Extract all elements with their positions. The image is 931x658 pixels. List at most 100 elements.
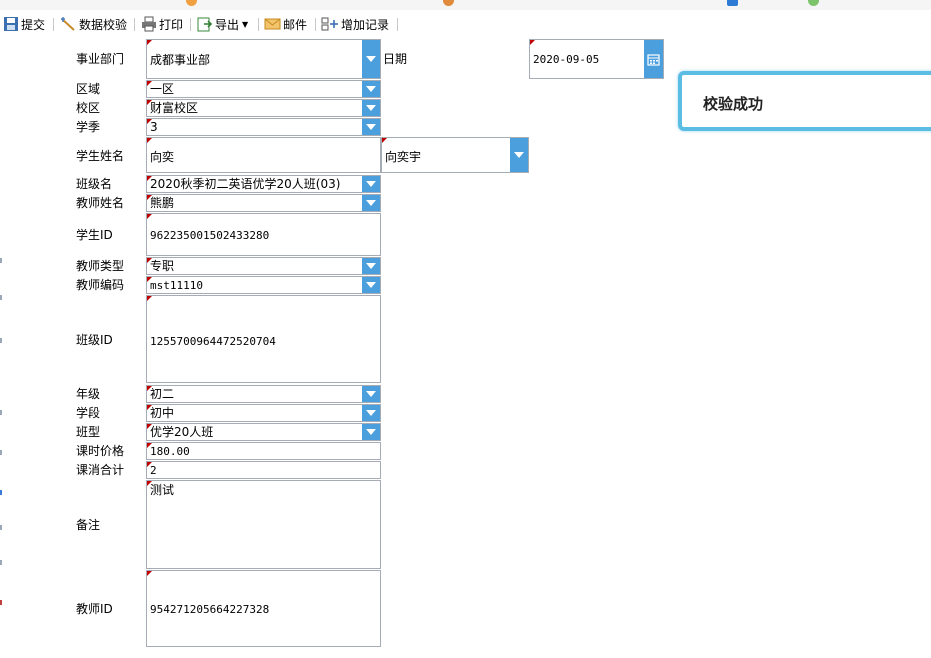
class-type-dropdown-button[interactable] (362, 424, 380, 440)
stage-label: 学段 (76, 406, 101, 420)
validate-label: 数据校验 (79, 17, 128, 32)
remark-label: 备注 (76, 518, 101, 532)
region-value: 一区 (150, 82, 175, 96)
dept-select[interactable]: 成都事业部 (146, 39, 381, 79)
export-button[interactable]: 导出 ▼ (197, 15, 248, 33)
region-label: 区域 (76, 82, 101, 96)
mail-label: 邮件 (283, 17, 308, 32)
add-record-button[interactable]: 增加记录 (321, 15, 389, 33)
teacher-id-value: 954271205664227328 (150, 603, 270, 616)
toolbar-divider (258, 18, 259, 31)
toolbar-divider (190, 18, 191, 31)
teacher-id-input[interactable]: 954271205664227328 (146, 570, 381, 647)
region-select[interactable]: 一区 (146, 80, 381, 98)
printer-icon (142, 16, 156, 32)
remark-value: 测试 (150, 483, 175, 497)
teacher-code-select[interactable]: mst11110 (146, 276, 381, 294)
green-dot-icon (808, 0, 819, 6)
class-id-input[interactable]: 1255700964472520704 (146, 295, 381, 383)
student-id-value: 962235001502433280 (150, 229, 270, 242)
add-row-icon (321, 17, 338, 31)
calendar-button[interactable] (644, 40, 663, 78)
teacher-type-value: 专职 (150, 259, 175, 273)
student-name-dropdown-button[interactable] (510, 138, 528, 172)
validate-button[interactable]: 数据校验 (59, 15, 127, 33)
season-dropdown-button[interactable] (362, 119, 380, 135)
class-id-label: 班级ID (76, 333, 113, 347)
teacher-code-value: mst11110 (150, 279, 203, 292)
chevron-down-icon: ▼ (242, 19, 249, 29)
class-name-label: 班级名 (76, 177, 113, 191)
total-value: 2 (150, 464, 157, 477)
teacher-name-value: 熊鹏 (150, 196, 175, 210)
hour-price-label: 课时价格 (76, 444, 125, 458)
student-name-select[interactable]: 向奕宇 (381, 137, 529, 173)
envelope-icon (264, 18, 281, 30)
print-button[interactable]: 打印 (141, 15, 183, 33)
dept-value: 成都事业部 (150, 53, 211, 67)
student-name-value: 向奕 (150, 150, 175, 164)
student-id-label: 学生ID (76, 228, 113, 242)
teacher-id-label: 教师ID (76, 602, 113, 616)
stage-value: 初中 (150, 406, 175, 420)
teacher-type-select[interactable]: 专职 (146, 257, 381, 275)
grade-dropdown-button[interactable] (362, 386, 380, 402)
calendar-icon (647, 53, 660, 66)
student-id-input[interactable]: 962235001502433280 (146, 213, 381, 256)
submit-label: 提交 (21, 17, 46, 32)
class-type-select[interactable]: 优学20人班 (146, 423, 381, 441)
campus-select[interactable]: 财富校区 (146, 99, 381, 117)
toolbar-divider (53, 18, 54, 31)
teacher-code-label: 教师编码 (76, 278, 125, 292)
teacher-name-select[interactable]: 熊鹏 (146, 194, 381, 212)
hour-price-input[interactable]: 180.00 (146, 442, 381, 460)
export-icon (197, 17, 213, 32)
export-label: 导出 (215, 17, 240, 32)
student-name-label: 学生姓名 (76, 149, 125, 163)
season-value: 3 (150, 120, 158, 134)
teacher-type-label: 教师类型 (76, 259, 125, 273)
wand-icon (61, 17, 75, 31)
teacher-name-label: 教师姓名 (76, 196, 125, 210)
date-field[interactable]: 2020-09-05 (529, 39, 664, 79)
dept-label: 事业部门 (76, 52, 125, 66)
season-label: 学季 (76, 120, 101, 134)
grade-label: 年级 (76, 387, 101, 401)
total-input[interactable]: 2 (146, 461, 381, 479)
teacher-name-dropdown-button[interactable] (362, 195, 380, 211)
class-id-value: 1255700964472520704 (150, 335, 276, 348)
campus-label: 校区 (76, 101, 101, 115)
edge-mark (0, 258, 2, 263)
student-name-select-value: 向奕宇 (385, 150, 422, 164)
toast-message: 校验成功 (703, 95, 764, 113)
teacher-code-dropdown-button[interactable] (362, 277, 380, 293)
class-name-select[interactable]: 2020秋季初二英语优学20人班(03) (146, 175, 381, 193)
hour-price-value: 180.00 (150, 445, 190, 458)
stage-dropdown-button[interactable] (362, 405, 380, 421)
toolbar-divider (134, 18, 135, 31)
toolbar: 提交 数据校验 打印 导出 ▼ 邮件 (0, 10, 931, 38)
campus-dropdown-button[interactable] (362, 100, 380, 116)
toolbar-divider (397, 18, 398, 31)
season-select[interactable]: 3 (146, 118, 381, 136)
remark-textarea[interactable]: 测试 (146, 480, 381, 569)
mail-button[interactable]: 邮件 (264, 15, 307, 33)
grade-select[interactable]: 初二 (146, 385, 381, 403)
class-name-dropdown-button[interactable] (362, 176, 380, 192)
dept-dropdown-button[interactable] (362, 40, 380, 78)
region-dropdown-button[interactable] (362, 81, 380, 97)
toolbar-divider (315, 18, 316, 31)
edge-mark (0, 560, 2, 565)
orange-dot-icon (186, 0, 197, 6)
orange-dot-icon (443, 0, 454, 6)
date-value: 2020-09-05 (533, 53, 600, 66)
teacher-type-dropdown-button[interactable] (362, 258, 380, 274)
stage-select[interactable]: 初中 (146, 404, 381, 422)
total-label: 课消合计 (76, 463, 125, 477)
submit-button[interactable]: 提交 (3, 15, 45, 33)
class-type-value: 优学20人班 (150, 425, 214, 439)
edge-mark (0, 338, 2, 343)
blue-square-icon (727, 0, 738, 6)
print-label: 打印 (159, 17, 184, 32)
student-name-input[interactable]: 向奕 (146, 137, 381, 173)
